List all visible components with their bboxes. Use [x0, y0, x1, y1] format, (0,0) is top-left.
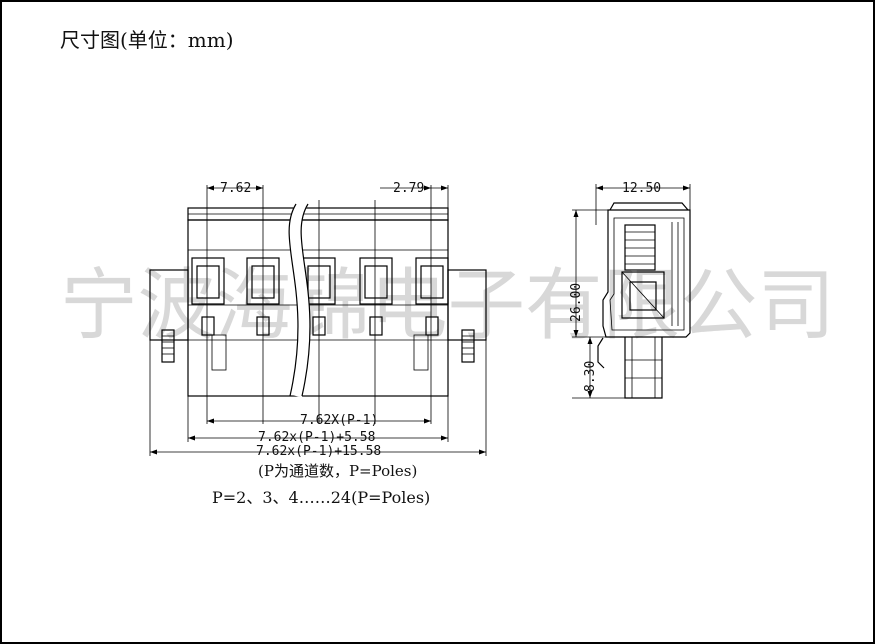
overall-width-dimension: 7.62x(P-1)+15.58 [256, 444, 381, 459]
terminal-screw-1 [201, 316, 215, 336]
terminal-screw-4 [369, 316, 383, 336]
offset-dimension: 2.79 [393, 181, 424, 196]
poles-note: (P为通道数，P=Poles) [258, 462, 417, 480]
poles-range-note: P=2、3、4……24(P=Poles) [212, 488, 430, 507]
side-screw-clamp [624, 224, 656, 271]
wire-entry-4 [359, 257, 393, 305]
body-width-dimension: 7.62x(P-1)+5.58 [258, 430, 375, 445]
page-title: 尺寸图(单位：mm) [60, 28, 234, 52]
wire-entry-1 [191, 257, 225, 305]
side-latch [597, 337, 605, 369]
side-pin-body [624, 337, 663, 399]
front-view: 7.62 2.79 7.62X(P-1) 7.62x(P-1)+5.58 [149, 181, 487, 459]
break-line-left [288, 203, 299, 397]
flange-screw-left [161, 329, 175, 363]
wire-entry-5 [415, 257, 449, 305]
pin-length-dimension: 8.30 [583, 361, 598, 392]
flange-screw-right [461, 329, 475, 363]
pitch-total-dimension: 7.62X(P-1) [300, 413, 378, 428]
break-line-right [300, 203, 311, 397]
side-view: 12.50 26.00 8.30 [569, 181, 691, 399]
side-width-dimension: 12.50 [622, 181, 661, 196]
pitch-dimension: 7.62 [220, 181, 251, 196]
side-height-dimension: 26.00 [569, 283, 584, 322]
terminal-screw-5 [425, 316, 439, 336]
